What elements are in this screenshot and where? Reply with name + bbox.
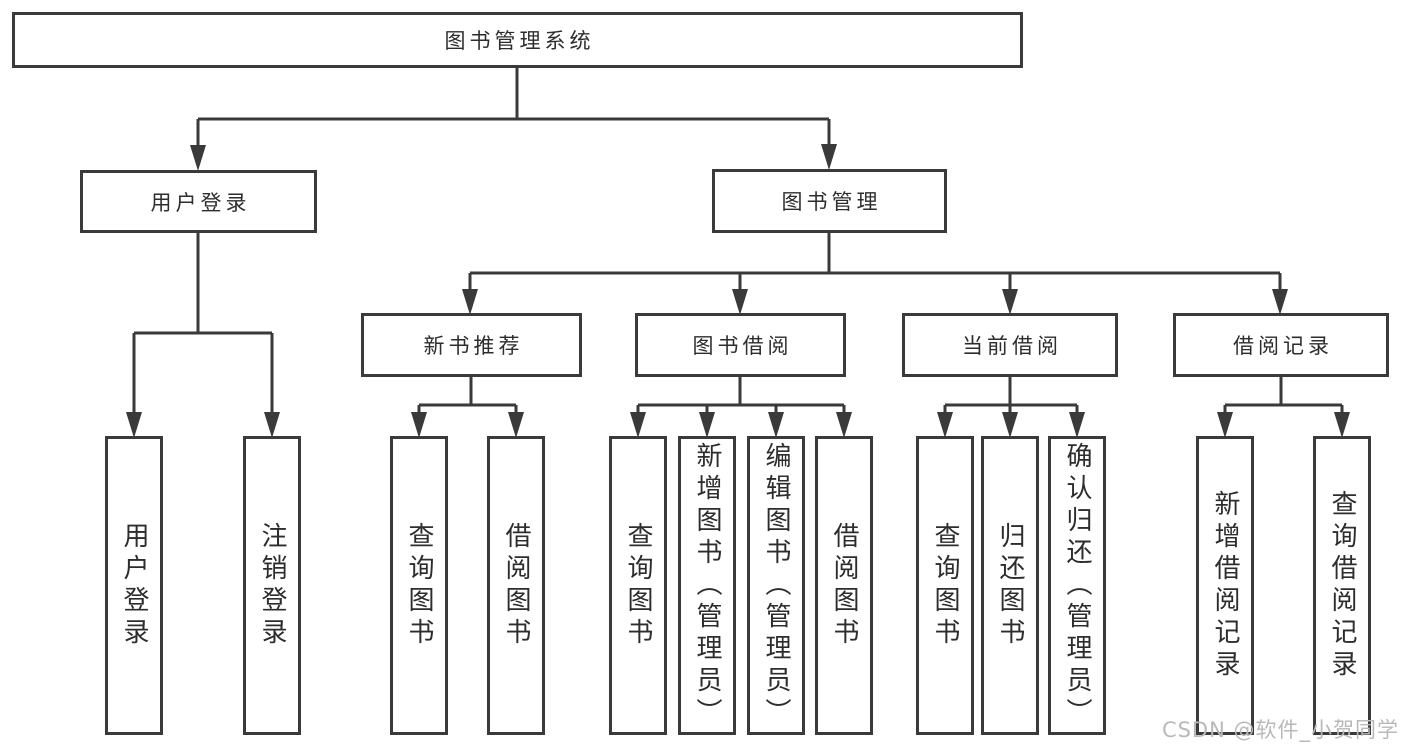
node-book-management: 图书管理 [712,169,947,233]
csdn-watermark: CSDN @软件_小贺同学 [1161,718,1399,742]
leaf-borrow-query-books: 查询图书 [609,436,667,735]
leaf-borrow-add-books-admin-label: 新增图书（管理员） [692,441,722,730]
leaf-records-add-record: 新增借阅记录 [1196,436,1254,735]
leaf-current-return-books-label: 归还图书 [995,521,1025,650]
node-book-borrow: 图书借阅 [635,313,846,377]
node-user-login: 用户登录 [80,170,317,233]
leaf-logout: 注销登录 [243,436,301,735]
leaf-recommend-query-books: 查询图书 [390,436,448,735]
leaf-borrow-query-books-label: 查询图书 [623,521,653,650]
leaf-recommend-borrow-books: 借阅图书 [487,436,545,735]
node-root-system: 图书管理系统 [12,12,1023,68]
tree-branch-lines [132,68,1344,425]
node-current-borrow: 当前借阅 [902,313,1118,377]
leaf-current-query-books: 查询图书 [916,436,974,735]
leaf-recommend-query-books-label: 查询图书 [404,521,434,650]
leaf-current-return-books: 归还图书 [981,436,1039,735]
leaf-records-add-record-label: 新增借阅记录 [1210,489,1240,682]
leaf-borrow-borrow-books: 借阅图书 [815,436,873,735]
node-borrow-records: 借阅记录 [1173,313,1389,377]
leaf-records-query-record: 查询借阅记录 [1313,436,1371,735]
leaf-user-login: 用户登录 [105,436,163,735]
leaf-borrow-edit-books-admin-label: 编辑图书（管理员） [761,441,791,730]
leaf-current-confirm-return-admin-label: 确认归还（管理员） [1062,441,1092,730]
node-new-book-recommend: 新书推荐 [361,313,582,377]
leaf-borrow-borrow-books-label: 借阅图书 [829,521,859,650]
leaf-borrow-edit-books-admin: 编辑图书（管理员） [747,436,805,735]
leaf-current-query-books-label: 查询图书 [930,521,960,650]
leaf-logout-label: 注销登录 [257,521,287,650]
leaf-current-confirm-return-admin: 确认归还（管理员） [1048,436,1106,735]
arrowheads [126,144,1350,438]
leaf-borrow-add-books-admin: 新增图书（管理员） [678,436,736,735]
leaf-user-login-label: 用户登录 [119,521,149,650]
leaf-recommend-borrow-books-label: 借阅图书 [501,521,531,650]
leaf-records-query-record-label: 查询借阅记录 [1327,489,1357,682]
